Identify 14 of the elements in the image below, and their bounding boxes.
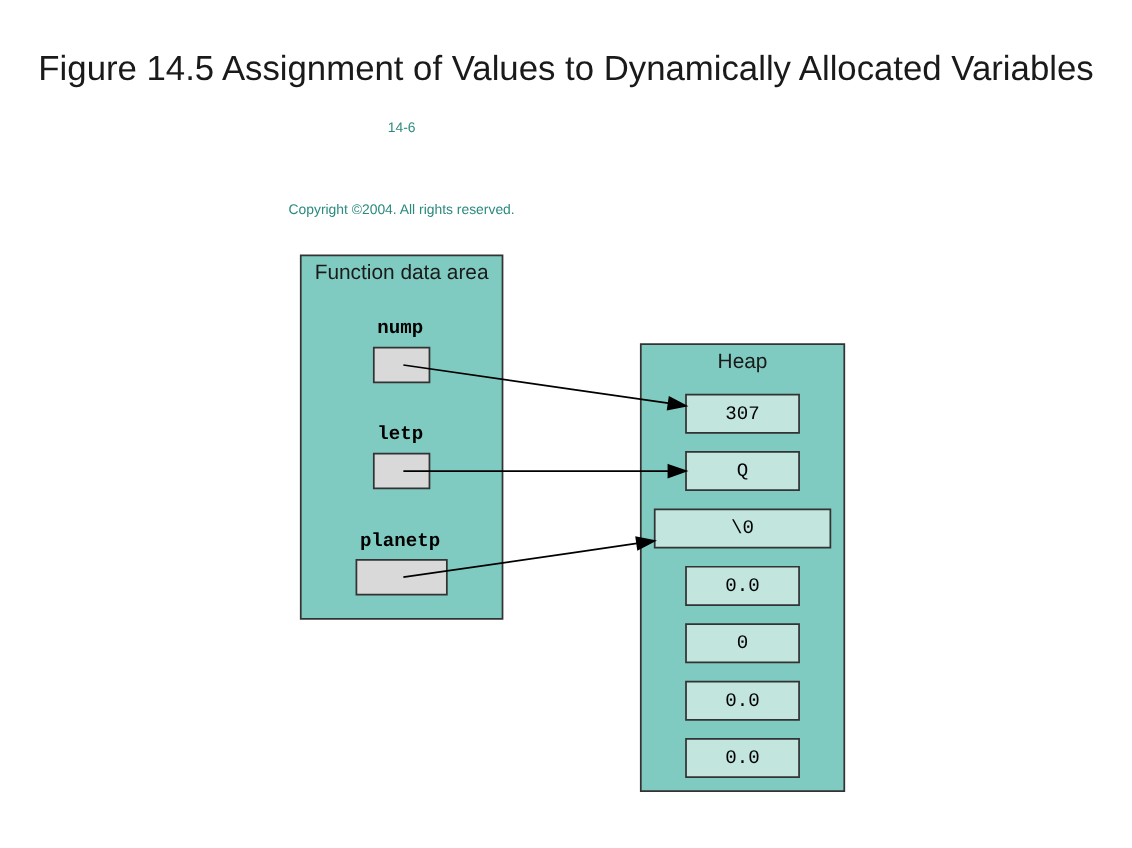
arrow [402, 363, 689, 410]
node-box: 0.0 [685, 679, 800, 720]
arrow [402, 462, 689, 478]
diagram-title: Figure 14.5 Assignment of Values to Dynamically Allocated Variables [38, 46, 1094, 87]
node-label: planetp [359, 528, 441, 551]
node-label: letp [377, 422, 424, 445]
node-box: 0 [685, 622, 800, 663]
node-label: nump [377, 316, 424, 339]
node-box: 307 [685, 392, 800, 433]
node-box: \0 [653, 507, 832, 548]
node-box: Q [685, 450, 800, 491]
arrow [402, 535, 657, 578]
node-box: 0.0 [685, 564, 800, 605]
node-box: 0.0 [685, 737, 800, 778]
